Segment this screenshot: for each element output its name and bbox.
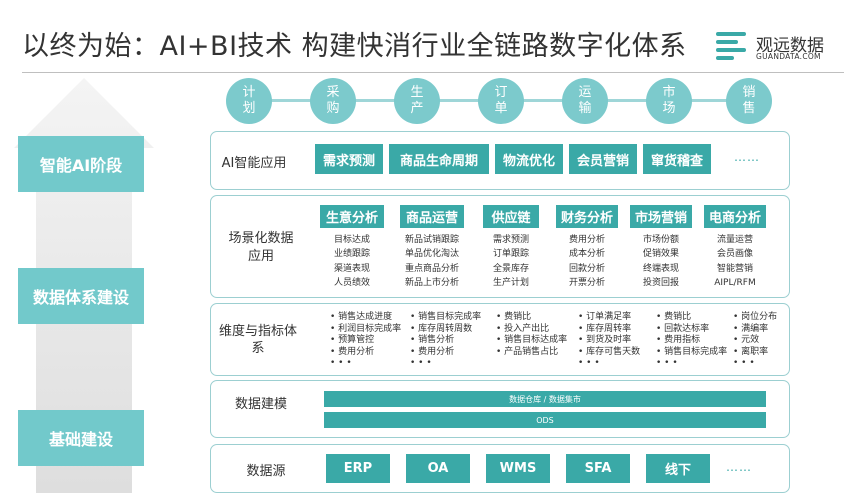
ai-item-logistics: 物流优化 [495, 144, 563, 174]
scenario-list-supply-chain: 需求预测订单跟踪全景库存生产计划 [492, 235, 529, 288]
chain-node-sales: 销售 [726, 78, 772, 124]
dimension-col-3: • 费销比• 投入产出比• 销售目标达成率• 产品销售占比 [496, 312, 568, 357]
layer-label-source: 数据源 [246, 464, 286, 479]
source-oa: OA [406, 454, 470, 483]
scenario-title-business: 生意分析 [320, 205, 384, 228]
dimension-col-1: • 销售达成进度• 利润目标完成率• 预算管控• 费用分析• • • [330, 312, 402, 369]
bar-data-warehouse: 数据仓库 / 数据集市 [324, 391, 766, 407]
scenario-list-business: 目标达成业绩跟踪渠道表现人员绩效 [333, 235, 370, 288]
bar-ods: ODS [324, 412, 766, 428]
guandata-logo-icon [716, 32, 746, 60]
chain-node-order: 订单 [478, 78, 524, 124]
logo-name: 观远数据 [756, 36, 824, 56]
logo-url: GUANDATA.COM [756, 52, 821, 61]
ai-item-demand-forecast: 需求预测 [315, 144, 383, 174]
layer-label-ai: AI智能应用 [221, 156, 287, 171]
source-erp: ERP [326, 454, 390, 483]
scenario-list-marketing: 市场份额促销效果终端表现投资回报 [642, 235, 679, 288]
ai-item-member-marketing: 会员营销 [569, 144, 637, 174]
chain-node-transport: 运输 [562, 78, 608, 124]
dimension-col-4: • 订单满足率• 库存周转率• 到货及时率• 库存可售天数• • • [578, 312, 641, 369]
scenario-title-ecommerce: 电商分析 [704, 205, 766, 228]
source-offline: 线下 [646, 454, 710, 483]
chain-node-production: 生产 [394, 78, 440, 124]
dimension-col-5: • 费销比• 回款达标率• 费用指标• 销售目标完成率• • • [656, 312, 728, 369]
stage-data-system: 数据体系建设 [18, 268, 144, 324]
dimension-col-2: • 销售目标完成率• 库存周转周数• 销售分析• 费用分析• • • [410, 312, 482, 369]
stage-infrastructure: 基础建设 [18, 410, 144, 466]
source-wms: WMS [486, 454, 550, 483]
scenario-title-marketing: 市场营销 [630, 205, 692, 228]
chain-node-purchase: 采购 [310, 78, 356, 124]
ai-item-product-lifecycle: 商品生命周期 [389, 144, 489, 174]
ai-more: …… [734, 150, 760, 164]
chain-node-plan: 计划 [226, 78, 272, 124]
scenario-title-supply-chain: 供应链 [483, 205, 539, 228]
scenario-title-product: 商品运营 [400, 205, 464, 228]
ai-item-channel-audit: 窜货稽查 [643, 144, 711, 174]
layer-label-modeling: 数据建模 [234, 397, 287, 412]
layer-label-dimension: 维度与指标体系 [218, 324, 297, 356]
source-sfa: SFA [566, 454, 630, 483]
scenario-list-finance: 费用分析成本分析回款分析开票分析 [568, 235, 605, 288]
header-divider [22, 72, 844, 73]
page-title: 以终为始：AI+BI技术 构建快消行业全链路数字化体系 [22, 31, 687, 62]
scenario-list-product: 新品试销跟踪单品优化淘汰重点商品分析新品上市分析 [404, 235, 459, 288]
source-more: …… [726, 460, 752, 474]
stage-ai: 智能AI阶段 [18, 136, 144, 192]
layer-dimension-metrics [210, 303, 790, 376]
scenario-title-finance: 财务分析 [556, 205, 618, 228]
dimension-col-6: • 岗位分布• 满编率• 元效• 离职率• • • [733, 312, 778, 369]
chain-node-market: 市场 [646, 78, 692, 124]
layer-data-modeling [210, 380, 790, 438]
layer-label-scenario: 场景化数据应用 [228, 231, 294, 264]
